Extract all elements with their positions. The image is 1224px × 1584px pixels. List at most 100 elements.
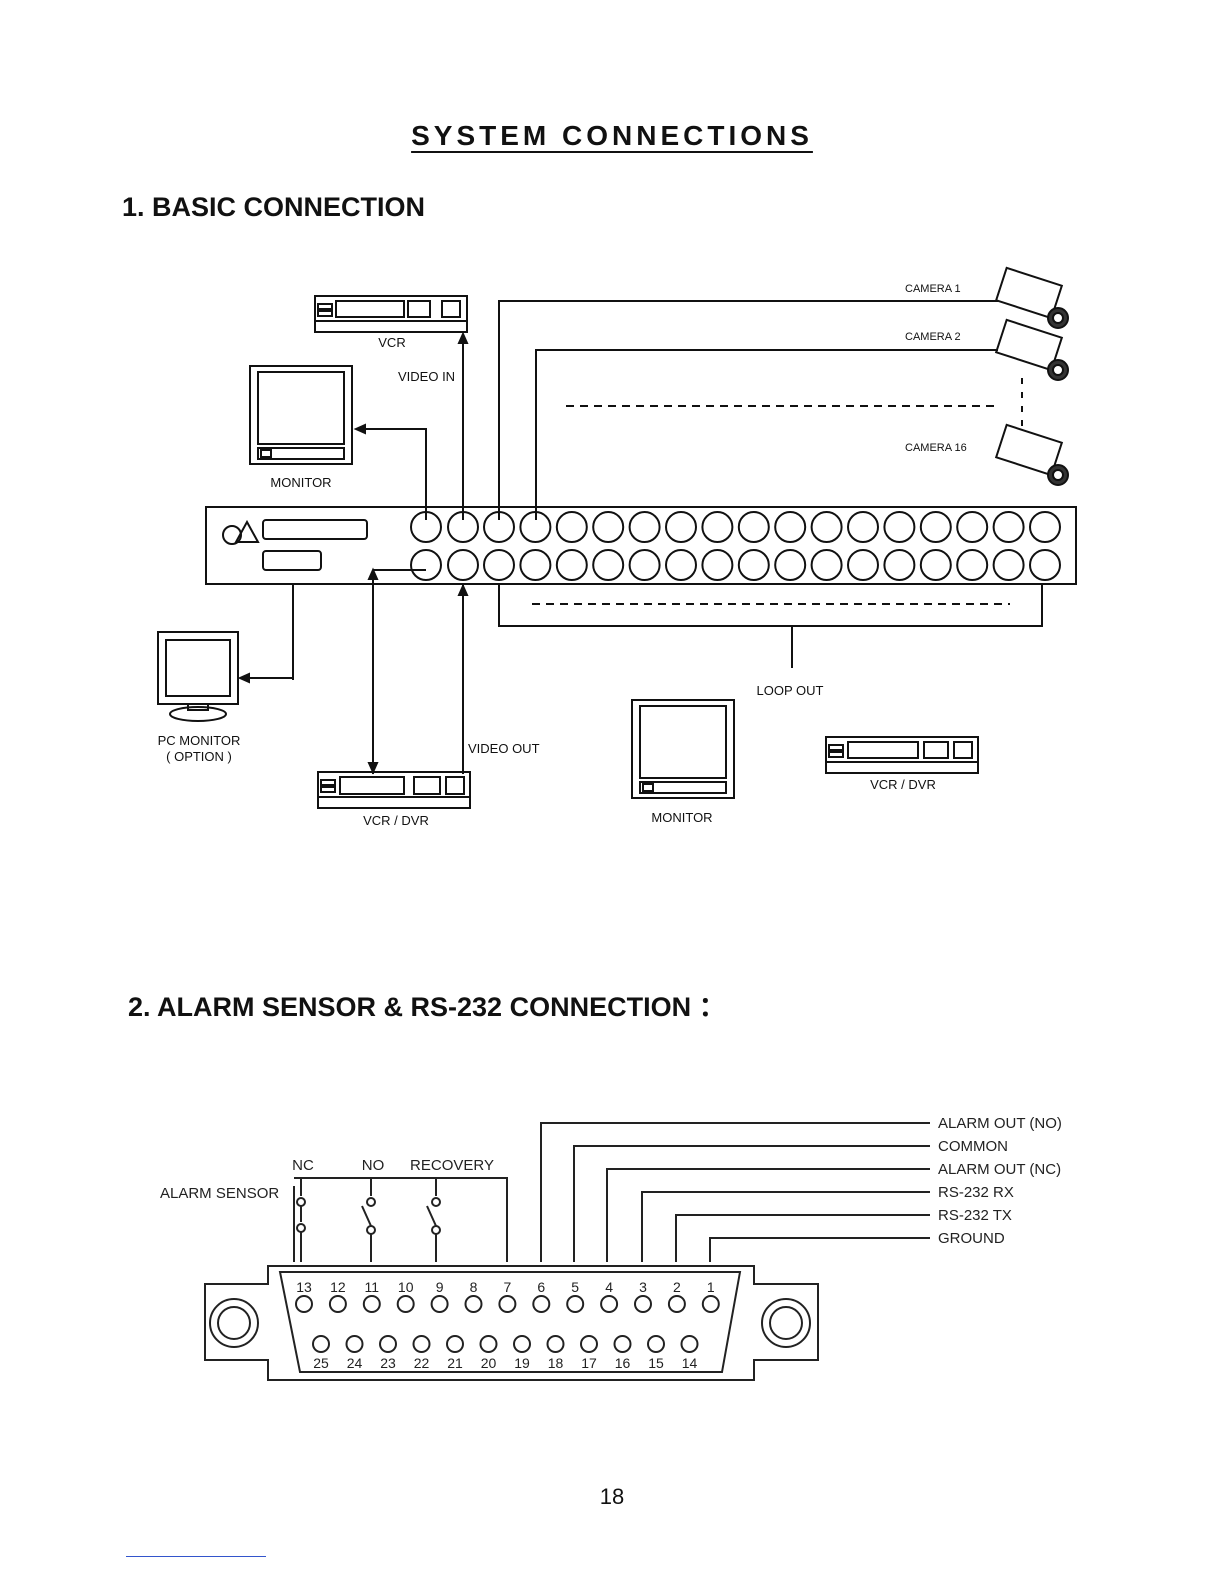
bnc-connector-rows [410,511,1061,581]
video-in-label: VIDEO IN [398,369,455,384]
bnc-connector [447,511,479,543]
monitor-bottom-label: MONITOR [651,810,712,825]
db25-pin-label: 7 [504,1279,512,1295]
db25-pin [600,1295,619,1313]
db25-pin-label: 8 [470,1279,478,1295]
nc-label: NC [292,1157,314,1174]
camera-1-icon [994,266,1069,329]
db25-pin-label: 4 [605,1279,613,1295]
pc-monitor-option-label: ( OPTION ) [166,749,232,764]
bnc-connector [519,549,552,581]
pc-monitor-device [157,631,239,722]
db25-pin-label: 25 [313,1355,329,1371]
bnc-connector [483,549,515,581]
db25-pin [345,1335,364,1353]
db25-pin [498,1295,517,1313]
alarm-connection-heading: 2. ALARM SENSOR & RS-232 CONNECTION ： [128,992,726,1022]
db25-pin [479,1335,498,1353]
db25-pin [430,1295,449,1313]
db25-pin [396,1295,415,1313]
camera-2-label: CAMERA 2 [905,331,961,343]
bnc-connector [665,549,697,581]
camera-16-label: CAMERA 16 [905,442,967,454]
db25-pin-label: 12 [330,1279,346,1295]
nc-switch [296,1178,306,1262]
bnc-connector [483,511,515,543]
bnc-connector [701,511,734,543]
no-switch [361,1178,376,1262]
video-out-label: VIDEO OUT [468,741,540,756]
bnc-connector [555,511,588,543]
db25-pin [362,1295,381,1313]
bnc-connector [847,549,879,581]
multiplexer-rear-panel [205,506,1077,684]
db25-pin [546,1335,565,1353]
monitor-device-top [249,365,353,465]
db25-pin-label: 17 [581,1355,597,1371]
bnc-connector [737,511,770,543]
bnc-connector [919,511,952,543]
db25-pin [634,1295,652,1313]
db25-pin-label: 3 [639,1279,647,1295]
camera-16-icon [994,423,1069,486]
db25-pin [312,1335,330,1353]
db25-pin-label: 23 [380,1355,396,1371]
pc-monitor-label: PC MONITOR [158,733,241,748]
signal-label: RS-232 RX [938,1184,1014,1201]
db25-pin-label: 9 [436,1279,444,1295]
vcr-device [314,295,468,333]
db25-pin [532,1295,551,1313]
bnc-connector [1029,511,1061,543]
bnc-connector [737,549,770,581]
db25-pin [412,1335,431,1353]
db25-pin [328,1295,347,1313]
recovery-label: RECOVERY [410,1157,494,1174]
vcr-dvr-right-label: VCR / DVR [870,777,936,792]
loop-out-label: LOOP OUT [757,683,824,698]
alarm-rs232-diagram [204,1122,930,1381]
db25-pin [680,1335,699,1353]
bnc-connector [774,549,807,581]
db25-pin [580,1335,598,1353]
camera-2-icon [994,318,1069,381]
bnc-connector [410,549,442,581]
footer-rule [126,1556,266,1557]
signal-label: COMMON [938,1138,1008,1155]
monitor-device-bottom [631,699,735,799]
db25-pin [464,1295,483,1313]
signal-label: ALARM OUT (NC) [938,1161,1061,1178]
basic-connection-heading: 1. BASIC CONNECTION [122,192,426,222]
db25-pin-label: 1 [707,1279,715,1295]
db25-pin [379,1335,397,1353]
signal-label: ALARM OUT (NO) [938,1115,1062,1132]
bnc-connector [810,549,843,581]
basic-connection-diagram [157,266,1077,809]
db25-pin-label: 6 [537,1279,545,1295]
db25-pin-label: 15 [648,1355,664,1371]
db25-pin-label: 2 [673,1279,681,1295]
bnc-connector [847,511,879,543]
bnc-connector [628,511,661,543]
bnc-connector [883,549,916,581]
bnc-connector [628,549,661,581]
no-label: NO [362,1157,385,1174]
vcr-dvr-left-label: VCR / DVR [363,813,429,828]
db25-pin [446,1335,464,1353]
bnc-connector [992,549,1025,581]
page-number: 18 [599,1484,625,1509]
basic-connection-labels: VCR VIDEO IN MONITOR CAMERA 1 CAMERA 2 C… [158,283,967,828]
bnc-connector [665,511,697,543]
bnc-connector [956,511,989,543]
recovery-switch [426,1178,441,1262]
db25-pin [295,1295,313,1313]
alarm-sensor-label: ALARM SENSOR [160,1185,279,1202]
bnc-connector [592,549,625,581]
db25-pin-label: 19 [514,1355,530,1371]
db25-pin-label: 18 [548,1355,564,1371]
db25-pin-label: 10 [398,1279,414,1295]
db25-pin-label: 24 [347,1355,363,1371]
db25-pin [613,1335,632,1353]
bnc-connector [1029,549,1061,581]
bnc-connector [592,511,625,543]
bnc-connector [774,511,807,543]
